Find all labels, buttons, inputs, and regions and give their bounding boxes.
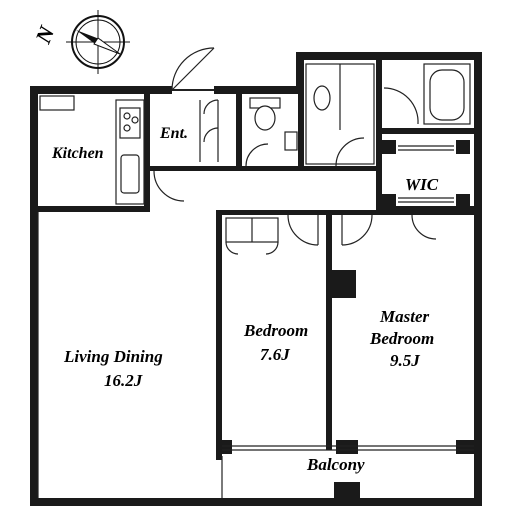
living-dining-size: 16.2J [104,371,143,390]
bathtub [383,63,471,125]
master-bedroom-label-1: Master [379,307,430,326]
interior-walls [38,60,476,506]
shoe-closet [199,99,219,162]
entrance-label: Ent. [159,125,188,142]
compass-rose-icon [66,10,130,74]
master-bedroom-size: 9.5J [390,351,420,370]
living-dining-label: Living Dining [63,347,163,366]
kitchen-label: Kitchen [51,145,104,162]
balcony-label: Balcony [306,455,365,474]
kitchen-counter [39,95,145,205]
compass-north-label: N [30,22,60,48]
living-door [153,170,185,202]
exterior-walls [30,52,482,506]
toilet-fixture [245,97,298,167]
master-bedroom-label-2: Bedroom [369,329,434,348]
bedroom-door [287,214,319,246]
master-bedroom-door [341,214,437,246]
bedroom-label: Bedroom [243,321,308,340]
bedroom-size: 7.6J [260,345,290,364]
wic-label: WIC [405,175,439,194]
window-lines [37,212,474,498]
entrance-door [171,47,215,91]
wash-basin [305,63,375,167]
bedroom-closet [225,217,279,255]
walk-in-closet [398,145,454,203]
